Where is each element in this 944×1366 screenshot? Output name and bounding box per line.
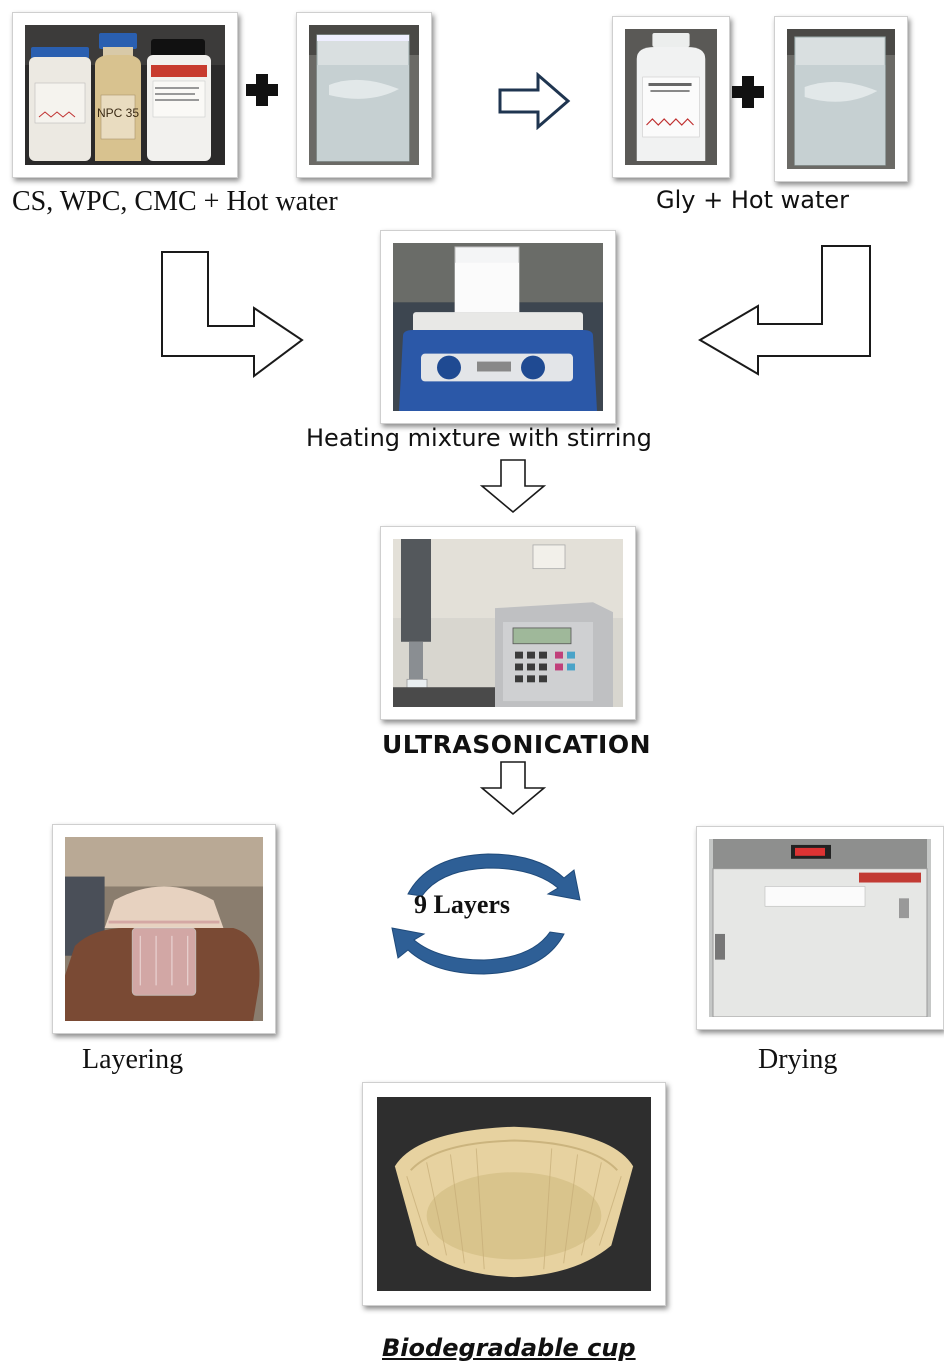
product-caption: Biodegradable cup	[382, 1334, 636, 1362]
photo-hot-water-beaker-2	[774, 16, 908, 182]
photo-ultrasonicator	[380, 526, 636, 720]
cycle-arrows-icon	[391, 853, 581, 975]
photo-layering-mould	[52, 824, 276, 1034]
photo-hot-water-beaker	[296, 12, 432, 178]
down-arrow-icon	[479, 761, 547, 816]
npc-jar-label: NPC 35	[97, 106, 139, 120]
plus-icon	[246, 74, 278, 106]
l-arrow-icon	[698, 245, 871, 376]
ingredients-caption: CS, WPC, CMC + Hot water	[12, 186, 338, 217]
photo-drying-oven	[696, 826, 944, 1030]
l-arrow-icon	[161, 251, 304, 378]
layering-caption: Layering	[82, 1044, 184, 1075]
heating-caption: Heating mixture with stirring	[306, 424, 652, 452]
photo-biodegradable-cup	[362, 1082, 666, 1306]
right-arrow-icon	[498, 72, 571, 130]
drying-caption: Drying	[758, 1044, 838, 1075]
photo-hotplate-stirrer	[380, 230, 616, 424]
cycle-label: 9 Layers	[414, 890, 511, 919]
photo-ingredient-bottles: NPC 35	[12, 12, 238, 178]
glycerol-caption: Gly + Hot water	[656, 186, 849, 214]
ultrasonication-caption: ULTRASONICATION	[382, 730, 652, 759]
plus-icon	[732, 76, 764, 108]
photo-glycerol-bottle	[612, 16, 730, 178]
down-arrow-icon	[479, 459, 547, 514]
